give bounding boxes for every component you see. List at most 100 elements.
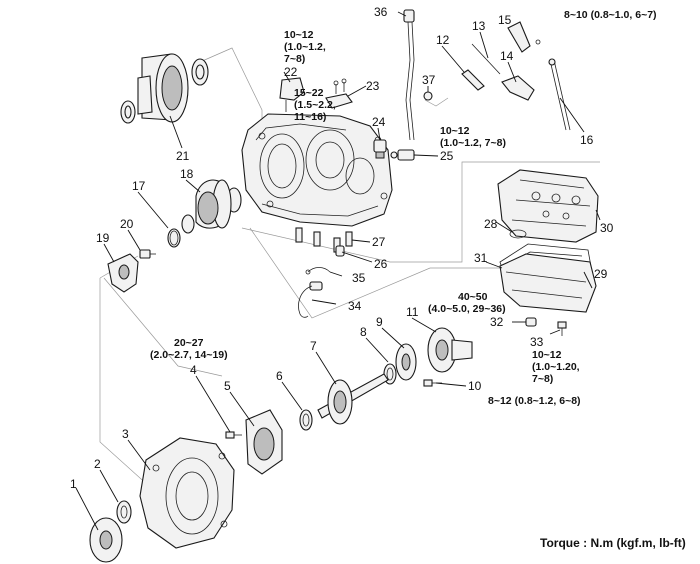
part-12-shaft — [461, 69, 485, 91]
callout-26: 26 — [374, 257, 388, 271]
part-35-clip — [305, 267, 331, 275]
callout-36: 36 — [374, 5, 388, 19]
svg-text:10~12: 10~12 — [440, 125, 470, 137]
part-17-snap-ring — [167, 228, 181, 248]
callout-19: 19 — [96, 231, 110, 245]
part-9-gear — [395, 343, 417, 381]
svg-text:8~12 (0.8~1.2, 6~8): 8~12 (0.8~1.2, 6~8) — [488, 395, 581, 407]
part-3-converter-housing — [139, 437, 235, 549]
part-26-27-plugs — [295, 227, 353, 257]
callout-21: 21 — [176, 149, 190, 163]
callout-7: 7 — [310, 339, 317, 353]
part-34-wire-harness — [298, 281, 323, 318]
leader-lines — [75, 11, 601, 531]
callout-1: 1 — [70, 477, 77, 491]
torque-units-legend: Torque : N.m (kgf.m, lb-ft) — [540, 536, 686, 550]
part-20-bolt — [139, 249, 156, 259]
callout-4: 4 — [190, 363, 197, 377]
svg-text:(1.0~1.20,: (1.0~1.20, — [532, 361, 580, 373]
callout-31: 31 — [474, 251, 488, 265]
part-14-detent-lever — [501, 75, 535, 101]
callout-37: 37 — [422, 73, 436, 87]
callout-29: 29 — [594, 267, 608, 281]
svg-text:7~8): 7~8) — [532, 373, 553, 385]
svg-text:8~10 (0.8~1.0, 6~7): 8~10 (0.8~1.0, 6~7) — [564, 9, 657, 21]
callout-22: 22 — [284, 65, 298, 79]
callout-28: 28 — [484, 217, 498, 231]
part-11-gear — [427, 327, 473, 373]
svg-text:10~12: 10~12 — [284, 29, 314, 41]
part-25-sensor — [390, 149, 415, 161]
part-7-shaft-assembly — [317, 373, 389, 425]
torque-spec-33: 10~12 (1.0~1.20, 7~8) — [532, 349, 580, 385]
part-5-oil-pump — [245, 409, 283, 475]
callout-3: 3 — [122, 427, 129, 441]
svg-text:10~12: 10~12 — [532, 349, 562, 361]
callout-16: 16 — [580, 133, 594, 147]
callout-8: 8 — [360, 325, 367, 339]
svg-text:(2.0~2.7, 14~19): (2.0~2.7, 14~19) — [150, 349, 228, 361]
part-4-bolt — [225, 431, 242, 439]
part-6-o-ring — [299, 409, 313, 431]
torque-spec-4: 20~27 (2.0~2.7, 14~19) — [150, 337, 228, 361]
callout-25: 25 — [440, 149, 454, 163]
torque-spec-32: 40~50 (4.0~5.0, 29~36) — [428, 291, 506, 315]
part-2-oil-seal — [116, 500, 132, 524]
part-18-differential-case — [181, 179, 242, 234]
callout-15: 15 — [498, 13, 512, 27]
callout-34: 34 — [348, 299, 362, 313]
part-24-plug — [373, 139, 387, 159]
part-13-pin — [471, 43, 501, 75]
part-36-oil-level-gauge — [403, 9, 415, 141]
torque-spec-23: 15~22 (1.5~2.2, 11~16) — [294, 87, 336, 123]
callout-6: 6 — [276, 369, 283, 383]
callout-35: 35 — [352, 271, 366, 285]
callout-32: 32 — [490, 315, 504, 329]
svg-text:(1.0~1.2,: (1.0~1.2, — [284, 41, 326, 53]
callout-9: 9 — [376, 315, 383, 329]
svg-text:15~22: 15~22 — [294, 87, 324, 99]
svg-text:11~16): 11~16) — [294, 111, 326, 123]
part-37-bolt — [423, 91, 433, 101]
part-21-differential-ring-gear — [120, 53, 209, 124]
callout-2: 2 — [94, 457, 101, 471]
torque-spec-22: 10~12 (1.0~1.2, 7~8) — [284, 29, 326, 65]
part-15-detent-spring — [507, 21, 541, 53]
callout-11: 11 — [406, 305, 419, 319]
callout-23: 23 — [366, 79, 380, 93]
callout-33: 33 — [530, 335, 544, 349]
part-28-o-ring — [509, 229, 527, 239]
part-30-valve-body — [497, 169, 599, 243]
part-19-bracket — [107, 253, 139, 293]
torque-spec-10: 8~12 (0.8~1.2, 6~8) — [488, 395, 581, 407]
transaxle-case — [241, 113, 393, 227]
part-16-rod — [548, 58, 571, 131]
callout-10: 10 — [468, 379, 482, 393]
part-23-bracket-bolts — [325, 78, 353, 109]
svg-text:20~27: 20~27 — [174, 337, 204, 349]
callout-27: 27 — [372, 235, 386, 249]
callout-12: 12 — [436, 33, 450, 47]
callout-30: 30 — [600, 221, 614, 235]
callout-14: 14 — [500, 49, 514, 63]
callout-13: 13 — [472, 19, 486, 33]
svg-text:(4.0~5.0, 29~36): (4.0~5.0, 29~36) — [428, 303, 506, 315]
svg-text:(1.5~2.2,: (1.5~2.2, — [294, 99, 336, 111]
callout-17: 17 — [132, 179, 146, 193]
part-22-sensor — [279, 77, 305, 112]
torque-spec-25: 10~12 (1.0~1.2, 7~8) — [440, 125, 506, 149]
callout-5: 5 — [224, 379, 231, 393]
callout-24: 24 — [372, 115, 386, 129]
svg-text:7~8): 7~8) — [284, 53, 305, 65]
part-1-drive-plate — [89, 517, 123, 563]
svg-text:(1.0~1.2, 7~8): (1.0~1.2, 7~8) — [440, 137, 506, 149]
part-32-drain-plug — [525, 317, 537, 327]
callout-20: 20 — [120, 217, 134, 231]
callout-18: 18 — [180, 167, 194, 181]
callout-numbers: 1 2 3 4 5 6 7 8 9 10 11 12 13 14 15 16 1… — [70, 5, 614, 491]
part-29-oil-pan — [499, 253, 597, 313]
svg-text:40~50: 40~50 — [458, 291, 488, 303]
part-33-bolt — [557, 321, 567, 336]
torque-spec-15: 8~10 (0.8~1.0, 6~7) — [564, 9, 657, 21]
